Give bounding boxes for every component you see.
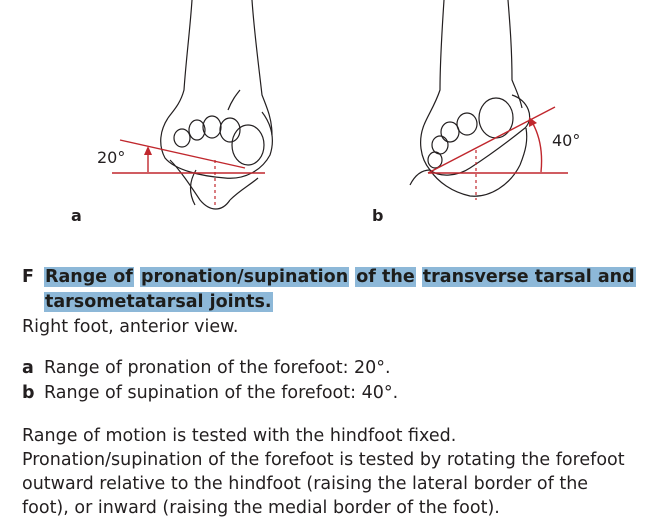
figure-illustration: 20° a 40° b: [0, 0, 661, 245]
panel-b-arrowhead: [529, 117, 537, 127]
figure-caption: F Range of pronation/supination of the t…: [22, 265, 642, 520]
title-part-3: of the: [355, 267, 416, 287]
item-b-letter: b: [22, 383, 35, 403]
caption-item-b: b Range of supination of the forefoot: 40…: [22, 381, 642, 406]
panel-a-angle-line: [119, 139, 246, 169]
foot-drawings: [112, 0, 568, 210]
caption-title: Range of pronation/supination of the tra…: [44, 265, 636, 315]
item-a-text: Range of pronation of the forefoot: 20°.: [44, 358, 391, 378]
figure-letter: F: [22, 267, 34, 287]
title-part-4: transverse tarsal and: [421, 267, 636, 287]
panel-b-angle-line: [427, 106, 556, 174]
title-part-2: pronation/supination: [139, 267, 350, 287]
panel-b-letter: b: [372, 206, 384, 225]
item-a-letter: a: [22, 358, 34, 378]
item-b-text: Range of supination of the forefoot: 40°…: [44, 383, 399, 403]
caption-title-row: F Range of pronation/supination of the t…: [22, 265, 642, 315]
caption-subtitle: Right foot, anterior view.: [22, 317, 239, 337]
title-part-5: tarsometatarsal joints.: [44, 292, 273, 312]
panel-a-letter: a: [71, 206, 82, 225]
panel-a-drawing: [160, 0, 273, 210]
caption-items: a Range of pronation of the forefoot: 20°…: [22, 356, 642, 406]
panel-a-angle-label: 20°: [97, 148, 126, 167]
panel-b-arc: [531, 121, 543, 173]
panel-a-arrowhead: [144, 146, 152, 155]
title-part-1: Range of: [44, 267, 134, 287]
panel-b-drawing: [409, 0, 531, 197]
panel-b-angle-label: 40°: [552, 131, 581, 150]
caption-paragraph: Range of motion is tested with the hindf…: [22, 426, 625, 518]
caption-item-a: a Range of pronation of the forefoot: 20°…: [22, 356, 642, 381]
